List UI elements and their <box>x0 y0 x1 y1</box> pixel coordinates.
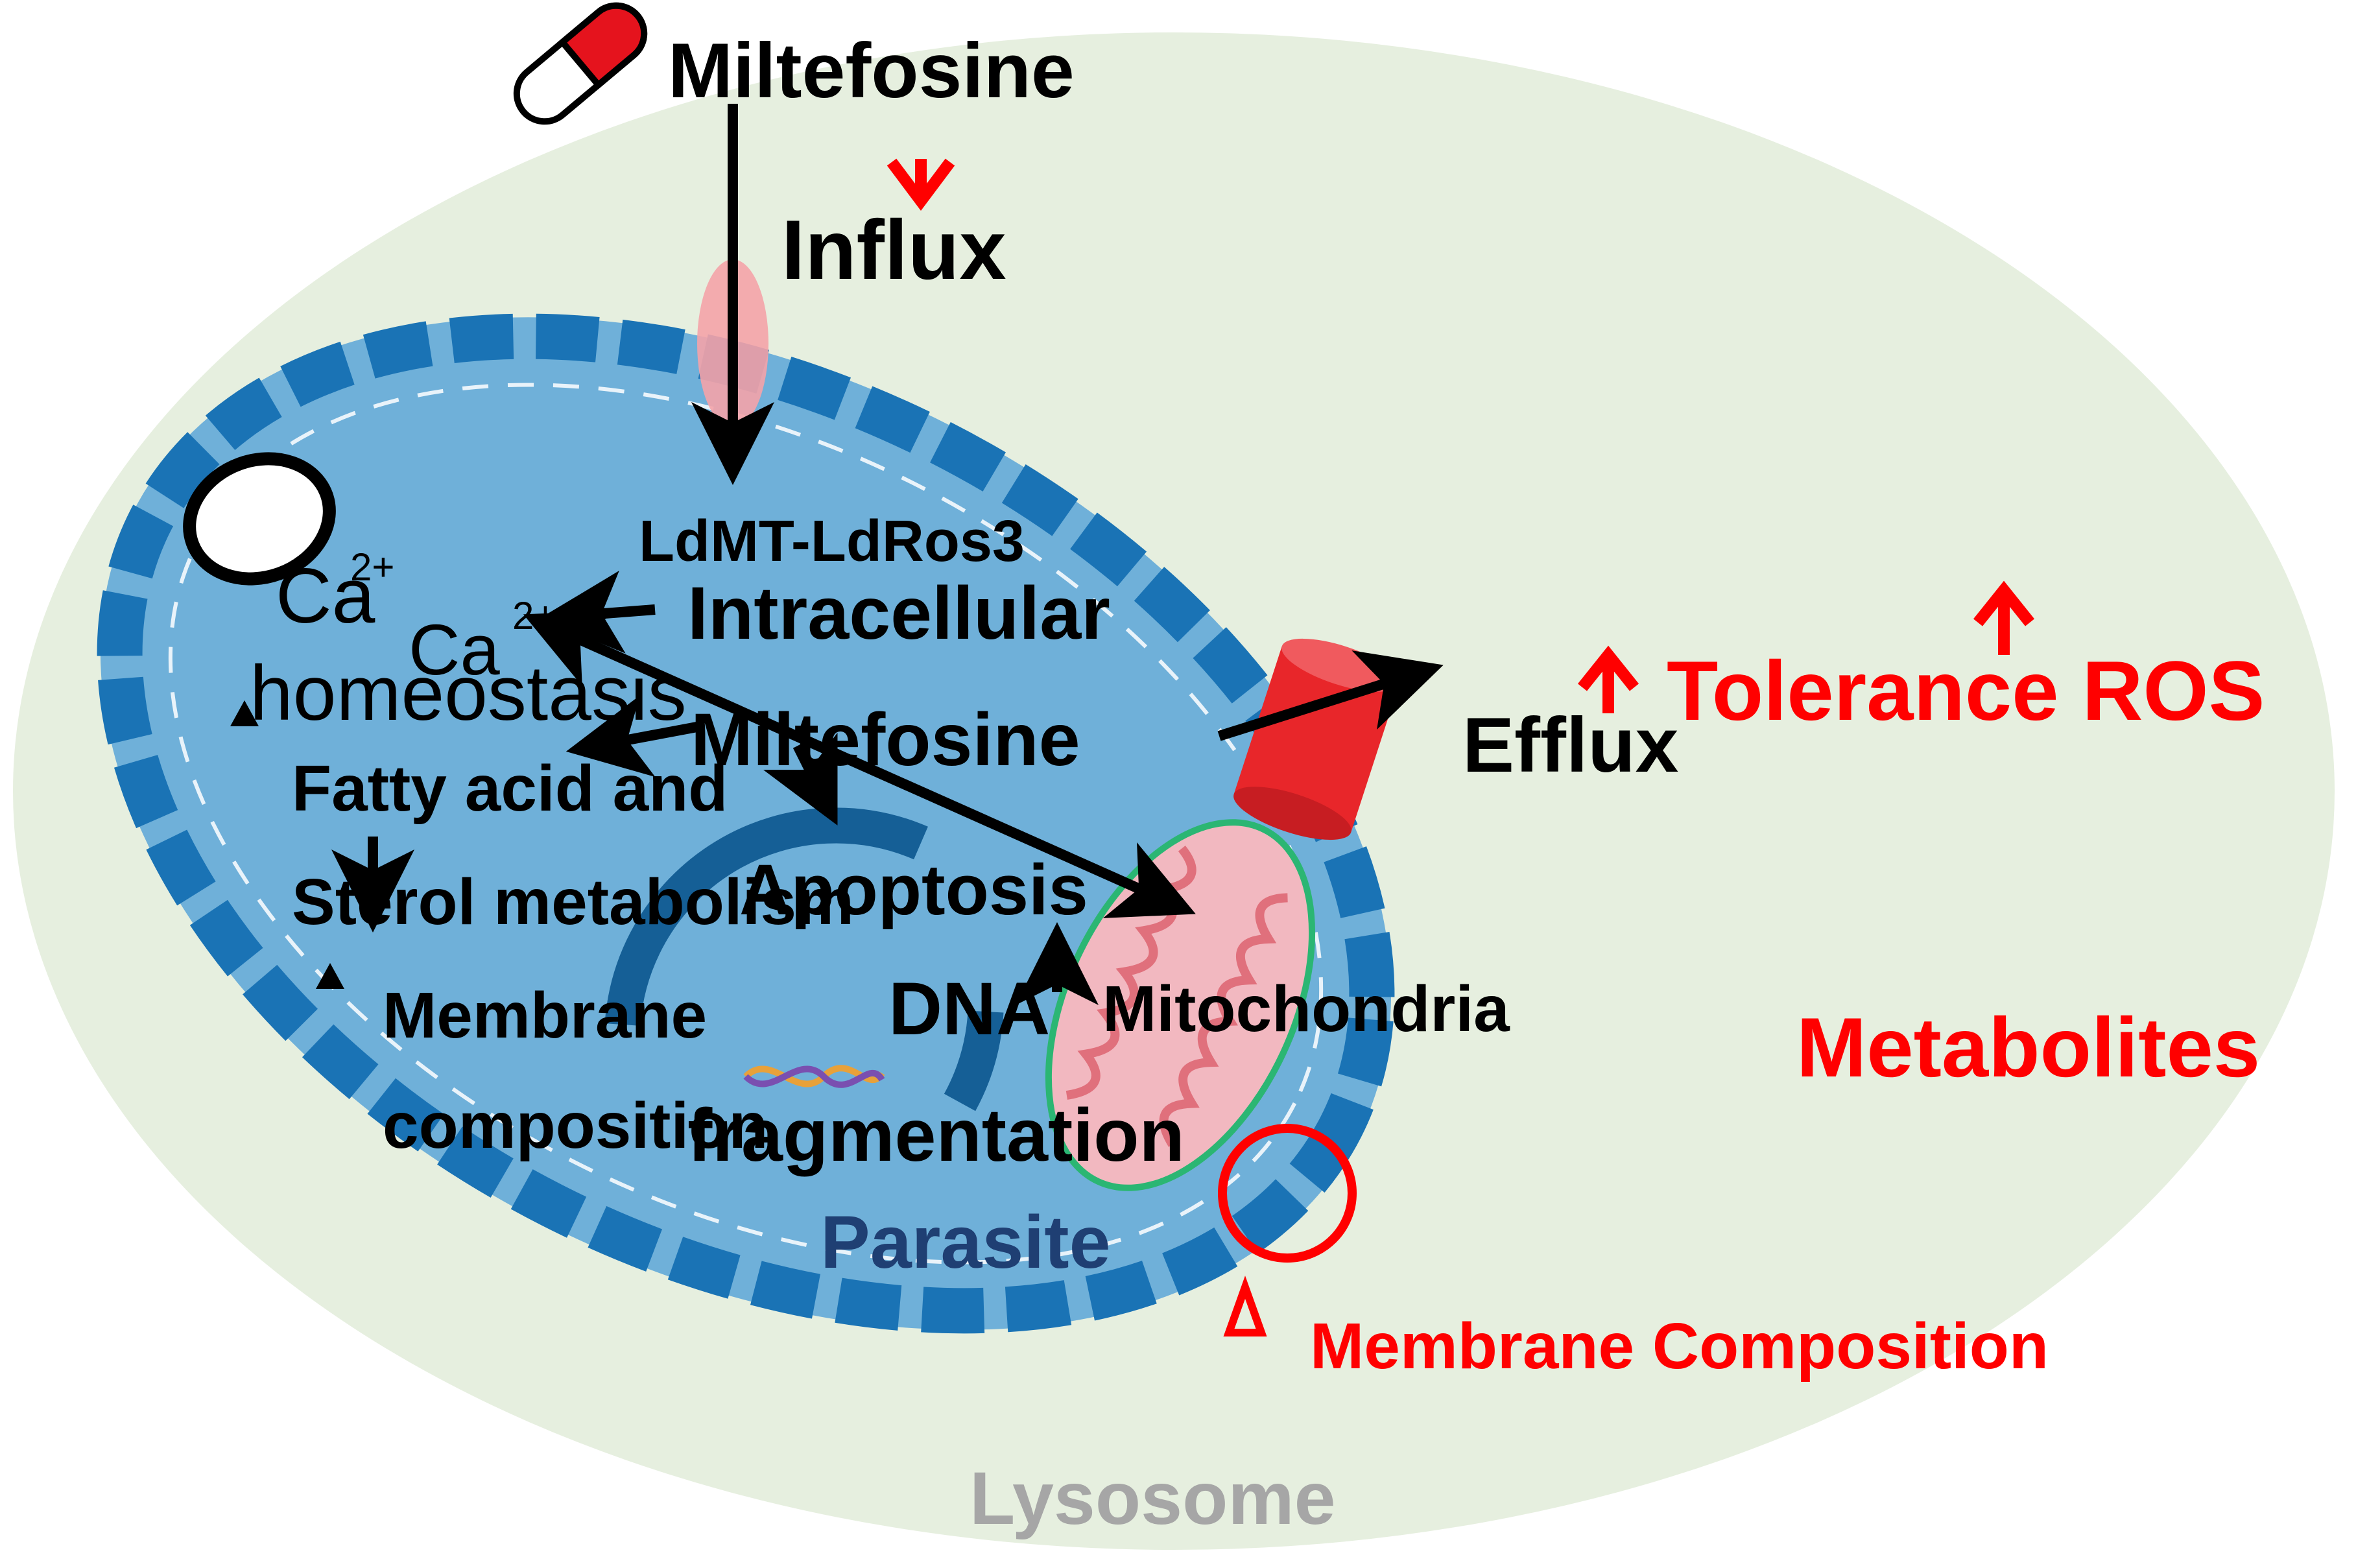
drug-label: Miltefosine <box>668 27 1075 114</box>
membrane-label-line1: Membrane <box>383 979 707 1052</box>
calcium-charge-mid: 2+ <box>512 594 556 637</box>
apoptosis-label: Apoptosis <box>739 850 1088 930</box>
calcium-store-organelle <box>183 452 336 586</box>
fatty-acid-label-line1: Fatty acid and <box>292 752 728 825</box>
parasite-label: Parasite <box>820 1201 1111 1284</box>
membrane-label-line2: composition <box>383 1089 768 1162</box>
calcium-charge-left: 2+ <box>350 545 394 589</box>
influx-label: Influx <box>781 202 1006 297</box>
fatty-acid-label-line2: Sterol metabolism <box>292 866 854 938</box>
parasite-outer-membrane <box>97 313 1395 1334</box>
red-indicators <box>887 158 2035 1336</box>
metabolites-label: Metabolites <box>1796 1000 2260 1095</box>
parasite-inner-membrane <box>168 383 1324 1265</box>
membrane-composition-outer-label: Membrane Composition <box>1310 1310 2049 1383</box>
membrane-highlight-circle <box>1218 1124 1357 1263</box>
up-marker-membrane <box>316 963 344 989</box>
up-marker-homeostasis <box>230 700 259 726</box>
calcium-ion-left: Ca <box>276 552 375 639</box>
dna-icon <box>743 1065 885 1088</box>
arrow-efflux <box>1217 650 1444 741</box>
transporter-label: LdMT-LdRos3 <box>639 509 1025 574</box>
tolerance-ros-label: Tolerance ROS <box>1667 643 2265 738</box>
lysosome-label: Lysosome <box>970 1457 1336 1540</box>
dna-label-line2: fragmentation <box>687 1094 1185 1177</box>
intracellular-label-line2: Miltefosine <box>691 698 1080 781</box>
small-increase-markers <box>230 700 344 989</box>
homeostasis-label: homeostasis <box>250 650 687 737</box>
dna-label-line1: DNA <box>888 968 1050 1051</box>
efflux-label: Efflux <box>1462 702 1678 789</box>
calcium-ion-mid: Ca <box>409 610 500 690</box>
pathway-arrows <box>331 104 1444 1005</box>
arrow-mitochondria <box>523 610 1196 918</box>
intracellular-label-line1: Intracellular <box>687 572 1110 655</box>
red-triangle-membrane <box>1223 1276 1267 1336</box>
arrow-calcium <box>540 571 656 654</box>
mitochondria-label: Mitochondria <box>1102 973 1510 1045</box>
pill-icon <box>513 2 648 125</box>
